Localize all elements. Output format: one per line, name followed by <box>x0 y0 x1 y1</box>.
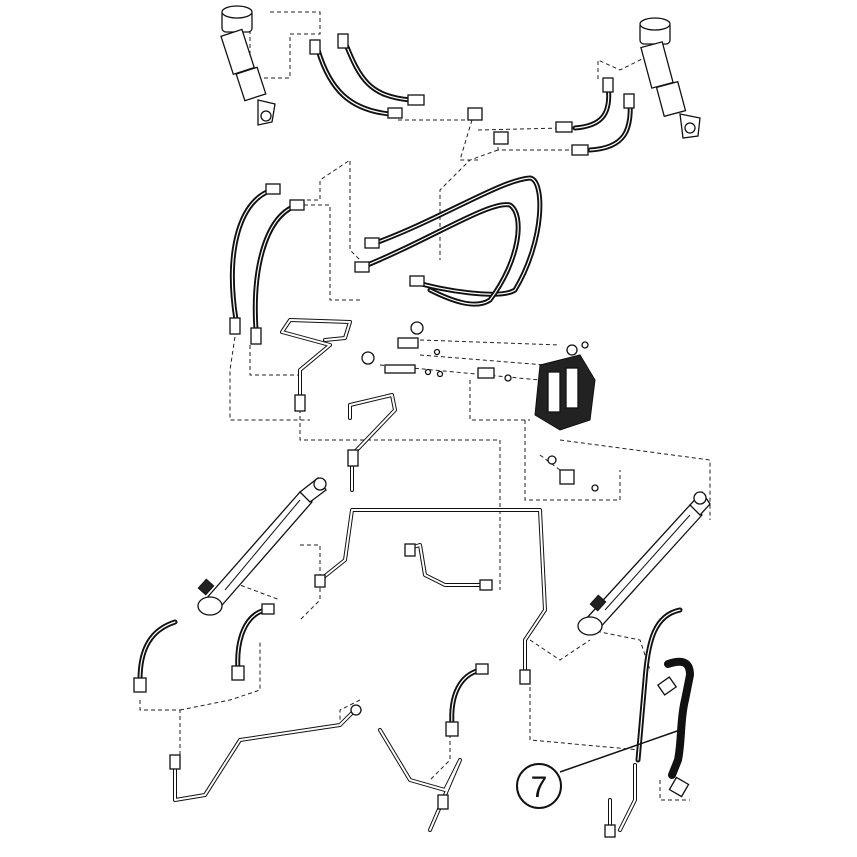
lower-hoses <box>133 603 683 763</box>
item-7-hose <box>656 657 695 798</box>
center-steel-tubes <box>280 318 397 492</box>
top-left-cylinder <box>220 5 276 126</box>
callout-leader-line <box>559 729 681 773</box>
lower-right-cylinder <box>577 490 711 636</box>
upper-middle-hoses <box>229 175 543 345</box>
center-fittings <box>361 321 512 382</box>
callout-circle <box>516 763 562 809</box>
control-valve <box>534 341 599 492</box>
top-right-cylinder <box>639 17 701 139</box>
callout-7: 7 <box>516 729 681 809</box>
callout-number: 7 <box>531 771 548 804</box>
lower-steel-tubes <box>169 508 637 838</box>
top-hoses <box>309 33 635 156</box>
lower-left-cylinder <box>197 477 327 616</box>
